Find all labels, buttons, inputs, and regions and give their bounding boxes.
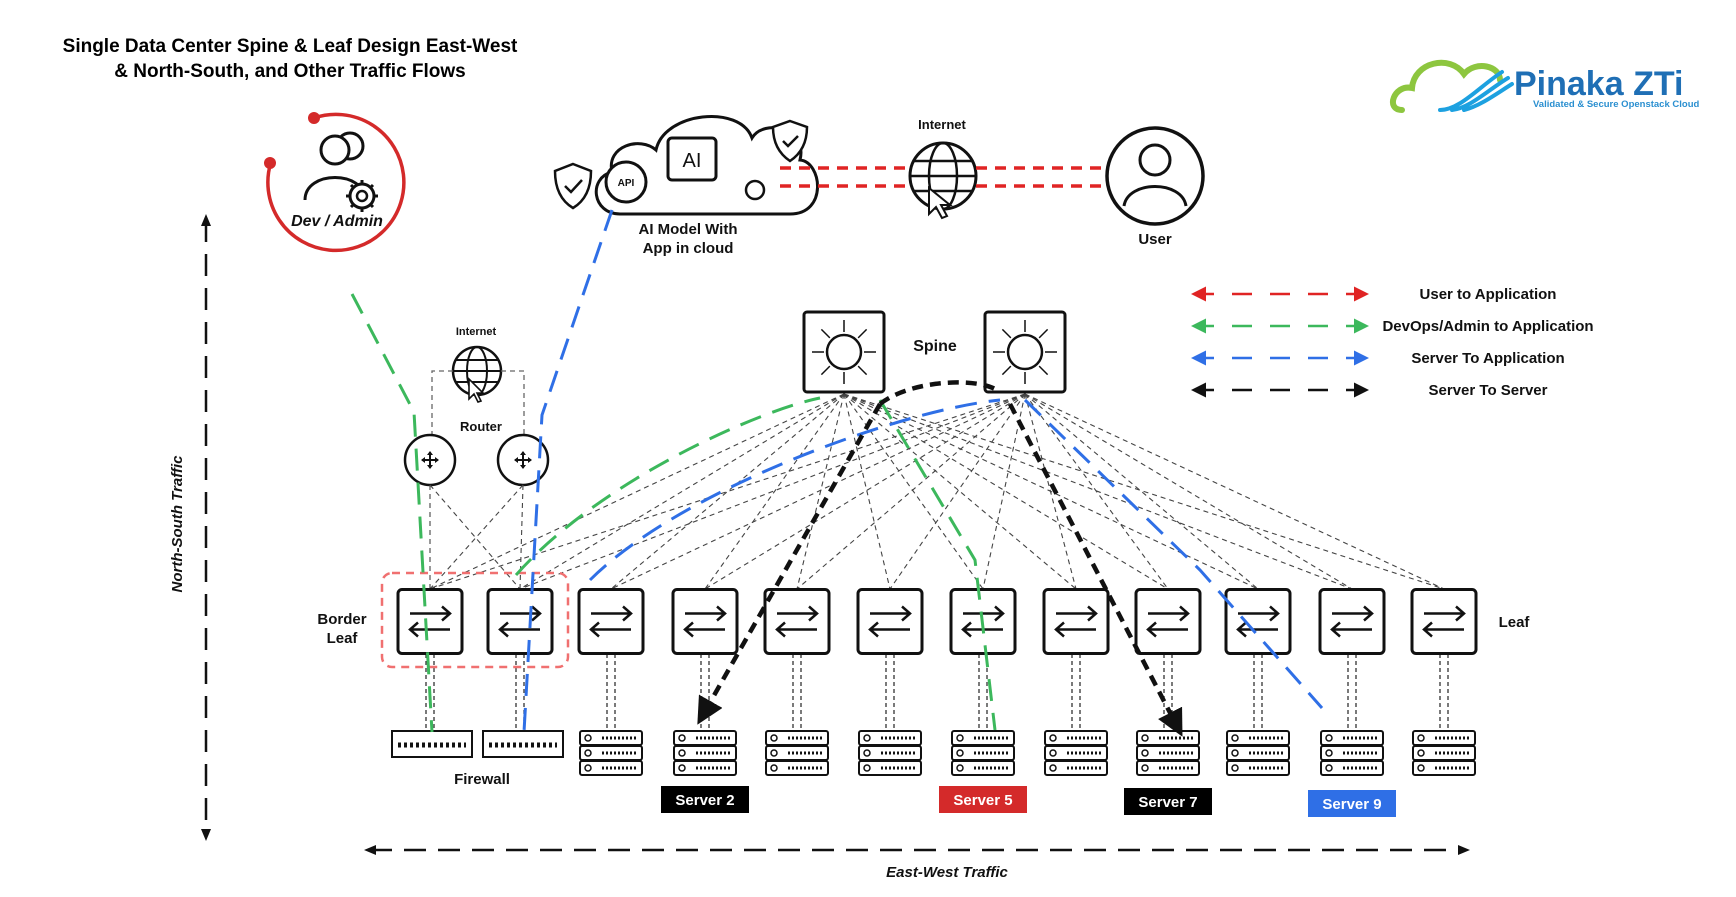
logo-name: Pinaka ZTi — [1514, 65, 1683, 103]
server-tag: Server 2 — [661, 786, 749, 813]
flow-server-to-application — [522, 209, 1324, 733]
spine-switch-icon — [983, 310, 1067, 394]
server-tag: Server 5 — [939, 786, 1027, 813]
cog-icon — [744, 179, 766, 201]
server-rack-icon — [579, 730, 643, 776]
server-tag-label: Server 7 — [1138, 794, 1197, 811]
leaf-switches — [396, 588, 1478, 655]
logo-tagline: Validated & Secure Openstack Cloud — [1533, 99, 1699, 110]
server-rack-icon — [1226, 730, 1290, 776]
ai-chip-icon — [666, 136, 718, 182]
legend-item: DevOps/Admin to Application — [1191, 318, 1594, 335]
legend-item: User to Application — [1191, 286, 1557, 303]
server-rack-icon — [858, 730, 922, 776]
server-tag: Server 7 — [1124, 788, 1212, 815]
user-node: User — [1105, 126, 1205, 248]
server-rack-icon — [1412, 730, 1476, 776]
legend-item: Server To Application — [1191, 350, 1565, 367]
api-icon — [604, 160, 648, 204]
leaf-switch-icon — [671, 588, 739, 655]
ai-model-label-line2: App in cloud — [643, 240, 734, 257]
internet-top-label: Internet — [918, 117, 966, 132]
diagram-title-line1: Single Data Center Spine & Leaf Design E… — [63, 36, 518, 57]
firewall-appliance — [391, 730, 473, 758]
server-tag: Server 9 — [1308, 790, 1396, 817]
leaf-switch-icon — [1318, 588, 1386, 655]
globe-icon — [451, 345, 503, 403]
ai-model-label-line1: AI Model With — [638, 221, 737, 238]
internet-router-label: Internet — [456, 326, 497, 338]
user-label: User — [1138, 231, 1172, 248]
border-leaf-label-line2: Leaf — [327, 630, 359, 647]
dev-admin-ring — [266, 112, 406, 253]
shield-check-icon — [771, 119, 809, 163]
server-tag-label: Server 9 — [1322, 796, 1381, 813]
legend-item: Server To Server — [1191, 382, 1548, 399]
firewall-appliance — [482, 730, 564, 758]
border-leaf-switch-icon — [486, 588, 554, 655]
shield-check-icon — [553, 162, 593, 210]
legend-label: Server To Server — [1429, 382, 1548, 399]
leaf-switch-icon — [1134, 588, 1202, 655]
router-icon — [403, 433, 457, 487]
legend-label: Server To Application — [1411, 350, 1564, 367]
server-tags: Server 2 Server 5 Server 7 Server 9 — [661, 786, 1396, 817]
pinaka-logo: Pinaka ZTi Validated & Secure Openstack … — [1390, 59, 1699, 113]
border-leaf-label-line1: Border — [317, 611, 366, 628]
dev-admin-label: Dev / Admin — [291, 213, 383, 230]
flow-user-to-application — [780, 166, 1107, 188]
server-tag-label: Server 2 — [675, 792, 734, 809]
flow-server-to-server — [697, 380, 1183, 737]
leaf-label: Leaf — [1499, 614, 1531, 631]
border-leaf-box — [380, 571, 570, 669]
globe-icon — [908, 141, 978, 220]
north-south-label: North-South Traffic — [169, 455, 186, 593]
server-rack-icon — [1044, 730, 1108, 776]
gear-icon — [346, 180, 378, 212]
spine-switches — [802, 310, 1067, 394]
server-rack-icon — [1136, 730, 1200, 776]
server-tag-label: Server 5 — [953, 792, 1012, 809]
router-label: Router — [460, 419, 502, 434]
diagram-title-line2: & North-South, and Other Traffic Flows — [114, 61, 466, 82]
logo-swoosh-icon — [1438, 70, 1514, 112]
logo-cloud-icon — [1390, 59, 1503, 113]
spine-leaf-links — [429, 393, 1445, 590]
leaf-switch-icon — [763, 588, 831, 655]
server-rack-icon — [951, 730, 1015, 776]
legend-label: DevOps/Admin to Application — [1382, 318, 1593, 335]
ai-model-cloud: AI API AI Model With App in cloud — [594, 115, 819, 257]
leaf-switch-icon — [1224, 588, 1292, 655]
legend-label: User to Application — [1420, 286, 1557, 303]
border-leaf-switch-icon — [396, 588, 464, 655]
server-rack-icon — [673, 730, 737, 776]
ai-chip-label: AI — [683, 150, 702, 172]
server-rack-icon — [765, 730, 829, 776]
spine-switch-icon — [802, 310, 886, 394]
flow-devops-admin-to-application — [350, 293, 997, 733]
leaf-switch-icon — [577, 588, 645, 655]
server-rack-icon — [1320, 730, 1384, 776]
leaf-server-links — [425, 654, 1449, 731]
dev-admin-node: Dev / Admin — [264, 112, 406, 253]
east-west-label: East-West Traffic — [886, 864, 1008, 881]
servers — [579, 730, 1476, 776]
leaf-switch-icon — [856, 588, 924, 655]
spine-label: Spine — [913, 338, 957, 355]
firewall-label: Firewall — [454, 771, 510, 788]
leaf-switch-icon — [1042, 588, 1110, 655]
api-label: API — [618, 178, 635, 189]
leaf-switch-icon — [1410, 588, 1478, 655]
